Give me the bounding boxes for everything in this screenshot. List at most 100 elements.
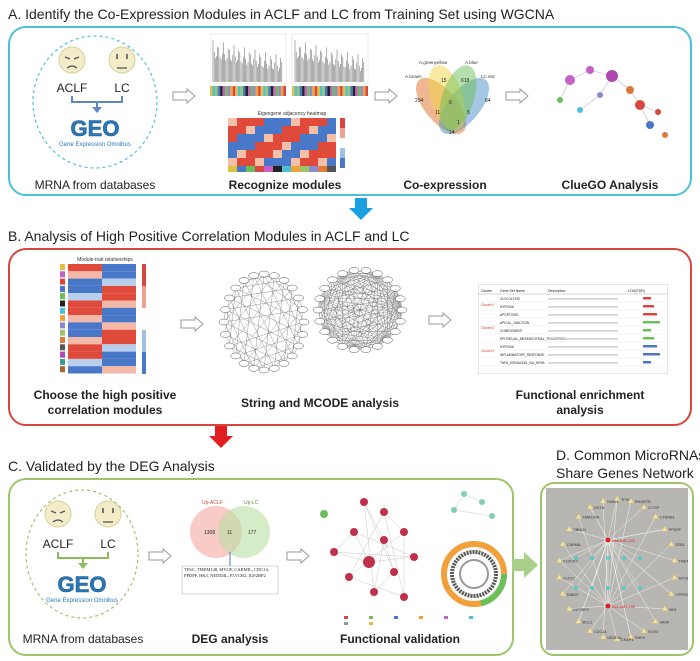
string-network-graph [312,267,408,353]
svg-text:SBNO1: SBNO1 [573,528,586,532]
svg-text:Cluster3: Cluster3 [481,349,494,353]
svg-text:APOPTOSIS: APOPTOSIS [500,313,518,317]
lc-label-c: LC [100,537,116,551]
geo-logo-icon: GEO Gene Expression Omnibus [46,572,118,604]
svg-text:RNF5: RNF5 [635,636,645,640]
cluego-network [557,66,668,138]
svg-text:Gene Expression Omnibus: Gene Expression Omnibus [46,598,118,604]
arrow-icon [428,312,452,328]
svg-text:hsa-miR-146: hsa-miR-146 [612,604,636,609]
svg-text:A.blue: A.blue [465,60,478,65]
svg-text:5: 5 [467,110,470,116]
aclf-label: ACLF [57,81,88,95]
circular-enrichment-plot [441,541,507,607]
caption-deg: DEG analysis [191,632,269,646]
svg-text:Gene Expression Omnibus: Gene Expression Omnibus [59,142,131,148]
arrow-icon [172,88,196,104]
svg-text:Cluster: Cluster [481,289,493,293]
functional-validation-network [320,491,507,625]
svg-text:15: 15 [441,78,447,84]
svg-text:HYPOXIA: HYPOXIA [500,345,515,349]
svg-text:Gene Set Name: Gene Set Name [500,289,525,293]
svg-text:84: 84 [485,98,491,104]
arrow-icon [148,548,172,564]
module-dendrograms [210,33,369,96]
svg-text:SOX4: SOX4 [648,630,658,634]
svg-text:BCL2: BCL2 [583,620,593,624]
down-arrow-icon [349,198,373,220]
svg-text:TNFA_SIGNALING_VIA_NFKB: TNFA_SIGNALING_VIA_NFKB [500,361,544,365]
svg-text:Cluster2: Cluster2 [481,326,494,330]
svg-text:INFLAMMATORY_RESPONSE: INFLAMMATORY_RESPONSE [500,353,544,357]
svg-text:GEO: GEO [71,116,120,141]
right-arrow-icon [512,552,538,578]
arrow-icon [505,88,529,104]
svg-text:NEDD4L: NEDD4L [607,636,622,640]
svg-text:FLVCR2: FLVCR2 [563,560,577,564]
svg-text:Up-LC: Up-LC [244,500,259,506]
svg-text:6: 6 [449,100,452,106]
enrichment-table: Cluster Gene Set Name Description LOG(FDR) C… [478,284,668,374]
svg-text:GEO: GEO [58,572,107,597]
svg-text:COMPLEMENT: COMPLEMENT [500,329,523,333]
caption-choose: Choose the high positive correlation mod… [33,388,177,417]
caption-cluego: ClueGO Analysis [561,178,659,192]
svg-text:DSTN: DSTN [594,506,605,510]
down-arrow-icon [209,426,233,448]
svg-text:294: 294 [415,98,424,104]
module-trait-heatmap: Module-trait relationships [60,257,146,374]
sad-face-icon [44,500,72,528]
svg-text:RHOBTB: RHOBTB [635,500,651,504]
geo-logo-icon: GEO Gene Expression Omnibus [59,116,131,148]
section-a-box [8,26,692,196]
svg-text:LOG(FDR): LOG(FDR) [628,289,645,293]
deg-gene-list: TFSC, TMEM148, MYOF, CARMIL, CDC14, PPDP… [184,567,269,578]
string-network-graph [218,270,310,374]
svg-text:hsa-miR-122: hsa-miR-122 [612,538,636,543]
svg-text:TMEM148: TMEM148 [679,560,688,564]
aclf-label-c: ACLF [43,537,74,551]
svg-text:11: 11 [227,530,232,536]
dendrogram [210,33,287,96]
svg-text:ZEB1: ZEB1 [675,543,685,547]
svg-text:PPDPF: PPDPF [669,528,682,532]
legend-swatches [344,616,473,625]
caption-mrna-a: MRNA from databases [34,178,156,192]
svg-text:Description: Description [548,289,566,293]
svg-text:Eigengene adjacency heatmap: Eigengene adjacency heatmap [258,111,327,117]
svg-text:FAM129A: FAM129A [583,516,600,520]
svg-text:CDC14: CDC14 [594,630,606,634]
svg-text:A.greenyellow: A.greenyellow [419,60,448,65]
microrna-network: TFSCRHOBTBCYTIPCTNNB1PPDPFZEB1TMEM148MYO… [546,488,688,650]
svg-text:LC.red: LC.red [481,74,495,79]
svg-text:CARMIL: CARMIL [567,543,581,547]
string-network [218,267,408,374]
validation-network-graph [320,491,495,601]
section-c-source-panel: ACLF LC GEO Gene Expression Omnibus [25,489,139,619]
arrow-icon [286,548,310,564]
svg-text:HYPOXIA: HYPOXIA [500,305,515,309]
section-b-title: B. Analysis of High Positive Correlation… [8,228,410,244]
arrow-icon [180,316,204,332]
svg-text:EPITHELIAL_MESENCHYMAL_TRANSIT: EPITHELIAL_MESENCHYMAL_TRANSITION [500,337,566,341]
svg-text:TFSC: TFSC [621,498,631,502]
svg-text:Module-trait relationships: Module-trait relationships [77,257,133,263]
caption-mrna-c: MRNA from databases [22,632,144,646]
neutral-face-icon [94,500,122,528]
svg-text:MYOF: MYOF [679,576,688,580]
svg-text:RAB27: RAB27 [567,593,579,597]
neutral-face-icon [108,46,136,74]
svg-text:CTNNB1: CTNNB1 [659,516,674,520]
svg-text:VASP: VASP [659,620,669,624]
svg-text:KLF12: KLF12 [563,576,574,580]
svg-text:IGF2BP2: IGF2BP2 [573,608,589,612]
svg-text:APICAL_JUNCTION: APICAL_JUNCTION [500,321,530,325]
section-a-title: A. Identify the Co-Expression Modules in… [8,6,555,22]
svg-text:177: 177 [248,530,257,536]
svg-text:618: 618 [461,78,470,84]
svg-text:GLYCOLYSIS: GLYCOLYSIS [500,297,520,301]
section-b-box [8,248,692,426]
sad-face-icon [58,46,86,74]
section-c-title: C. Validated by the DEG Analysis [8,458,215,474]
svg-text:1308: 1308 [204,530,215,536]
